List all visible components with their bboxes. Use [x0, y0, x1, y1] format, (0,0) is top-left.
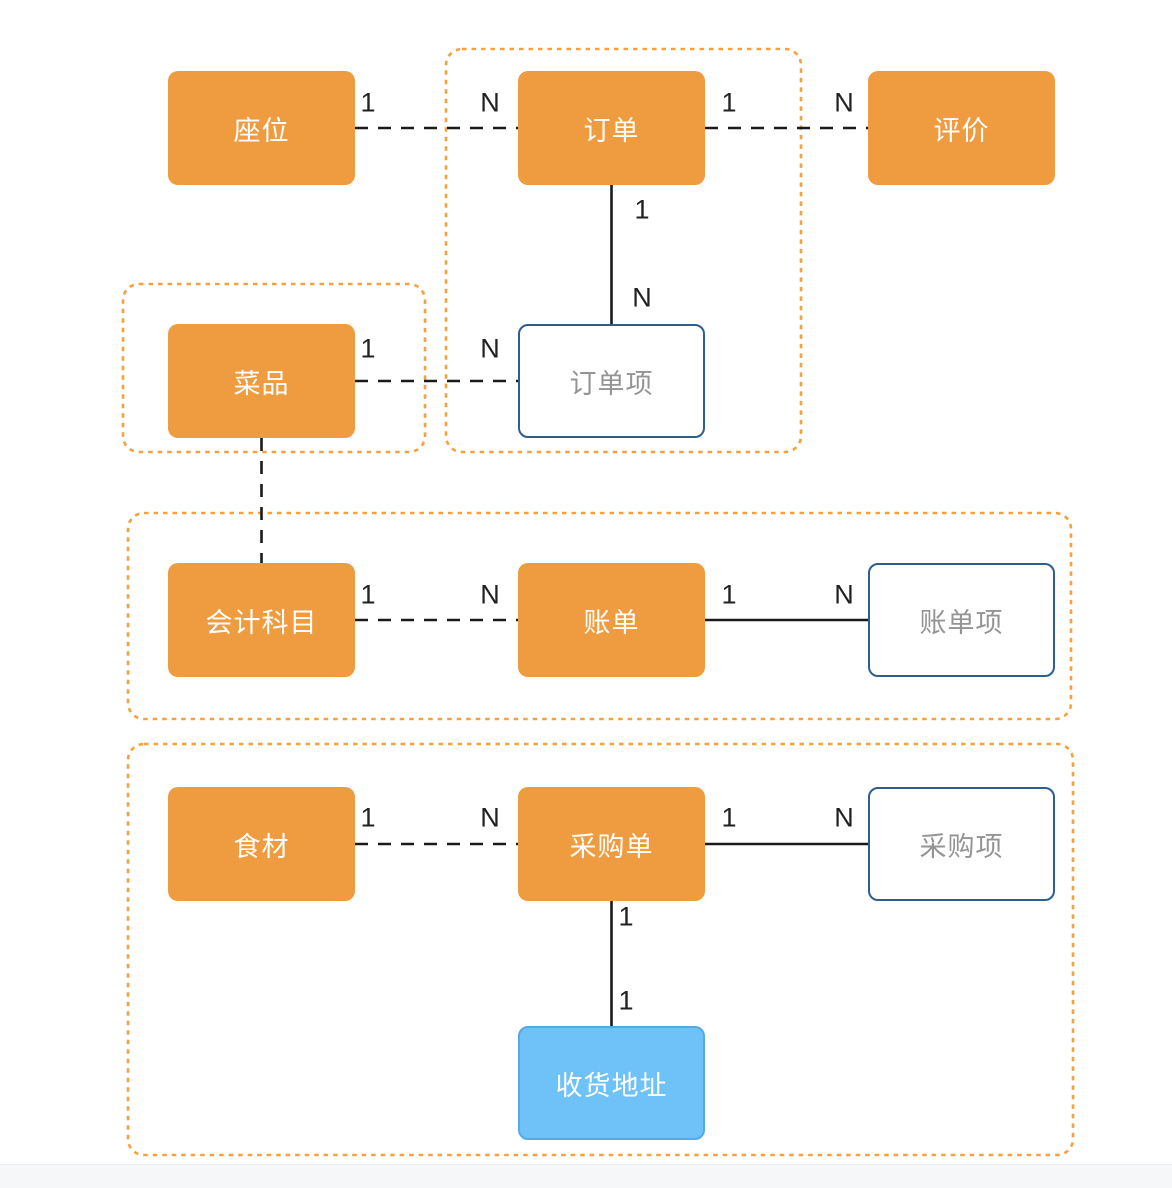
multiplicity-order-orderitem-one: 1	[634, 194, 650, 225]
entity-dish[interactable]: 菜品	[168, 324, 355, 438]
entity-account-subject[interactable]: 会计科目	[168, 563, 355, 677]
entity-ingredient-label: 食材	[233, 831, 290, 862]
entity-order[interactable]: 订单	[518, 71, 705, 185]
multiplicity-order-orderitem-many: N	[632, 282, 652, 313]
entity-seat[interactable]: 座位	[168, 71, 355, 185]
entity-purchase-order-label: 采购单	[569, 831, 654, 862]
multiplicity-order-review-many: N	[834, 87, 854, 118]
entity-bill-label: 账单	[583, 607, 640, 638]
multiplicity-ingredient-purchase-many: N	[480, 802, 500, 833]
entity-purchase-item[interactable]: 采购项	[868, 787, 1055, 901]
group-bill-container[interactable]	[126, 511, 1073, 721]
multiplicity-purchase-address-one-top: 1	[618, 901, 634, 932]
entity-order-label: 订单	[583, 115, 640, 146]
entity-purchase-item-label: 采购项	[919, 831, 1004, 862]
entity-seat-label: 座位	[233, 115, 290, 146]
entity-shipping-address-label: 收货地址	[555, 1070, 668, 1101]
group-order-container[interactable]	[444, 47, 803, 454]
multiplicity-dish-orderitem-many: N	[480, 333, 500, 364]
multiplicity-purchase-address-one-bottom: 1	[618, 985, 634, 1016]
entity-review[interactable]: 评价	[868, 71, 1055, 185]
entity-ingredient[interactable]: 食材	[168, 787, 355, 901]
multiplicity-bill-billitem-one: 1	[721, 579, 737, 610]
entity-dish-label: 菜品	[233, 368, 290, 399]
multiplicity-bill-billitem-many: N	[834, 579, 854, 610]
entity-bill-item[interactable]: 账单项	[868, 563, 1055, 677]
bottom-background-strip	[0, 1164, 1172, 1188]
multiplicity-seat-order-many: N	[480, 87, 500, 118]
entity-order-item[interactable]: 订单项	[518, 324, 705, 438]
entity-bill[interactable]: 账单	[518, 563, 705, 677]
group-purchase-container[interactable]	[126, 742, 1075, 1157]
entity-purchase-order[interactable]: 采购单	[518, 787, 705, 901]
group-dish-container[interactable]	[121, 282, 427, 454]
entity-shipping-address[interactable]: 收货地址	[518, 1026, 705, 1140]
entity-account-subject-label: 会计科目	[205, 607, 318, 638]
multiplicity-account-bill-one: 1	[360, 579, 376, 610]
multiplicity-dish-orderitem-one: 1	[360, 333, 376, 364]
multiplicity-seat-order-one: 1	[360, 87, 376, 118]
multiplicity-order-review-one: 1	[721, 87, 737, 118]
multiplicity-ingredient-purchase-one: 1	[360, 802, 376, 833]
multiplicity-purchase-purchaseitem-one: 1	[721, 802, 737, 833]
multiplicity-account-bill-many: N	[480, 579, 500, 610]
entity-order-item-label: 订单项	[569, 368, 654, 399]
multiplicity-purchase-purchaseitem-many: N	[834, 802, 854, 833]
entity-review-label: 评价	[933, 115, 990, 146]
entity-bill-item-label: 账单项	[919, 607, 1004, 638]
